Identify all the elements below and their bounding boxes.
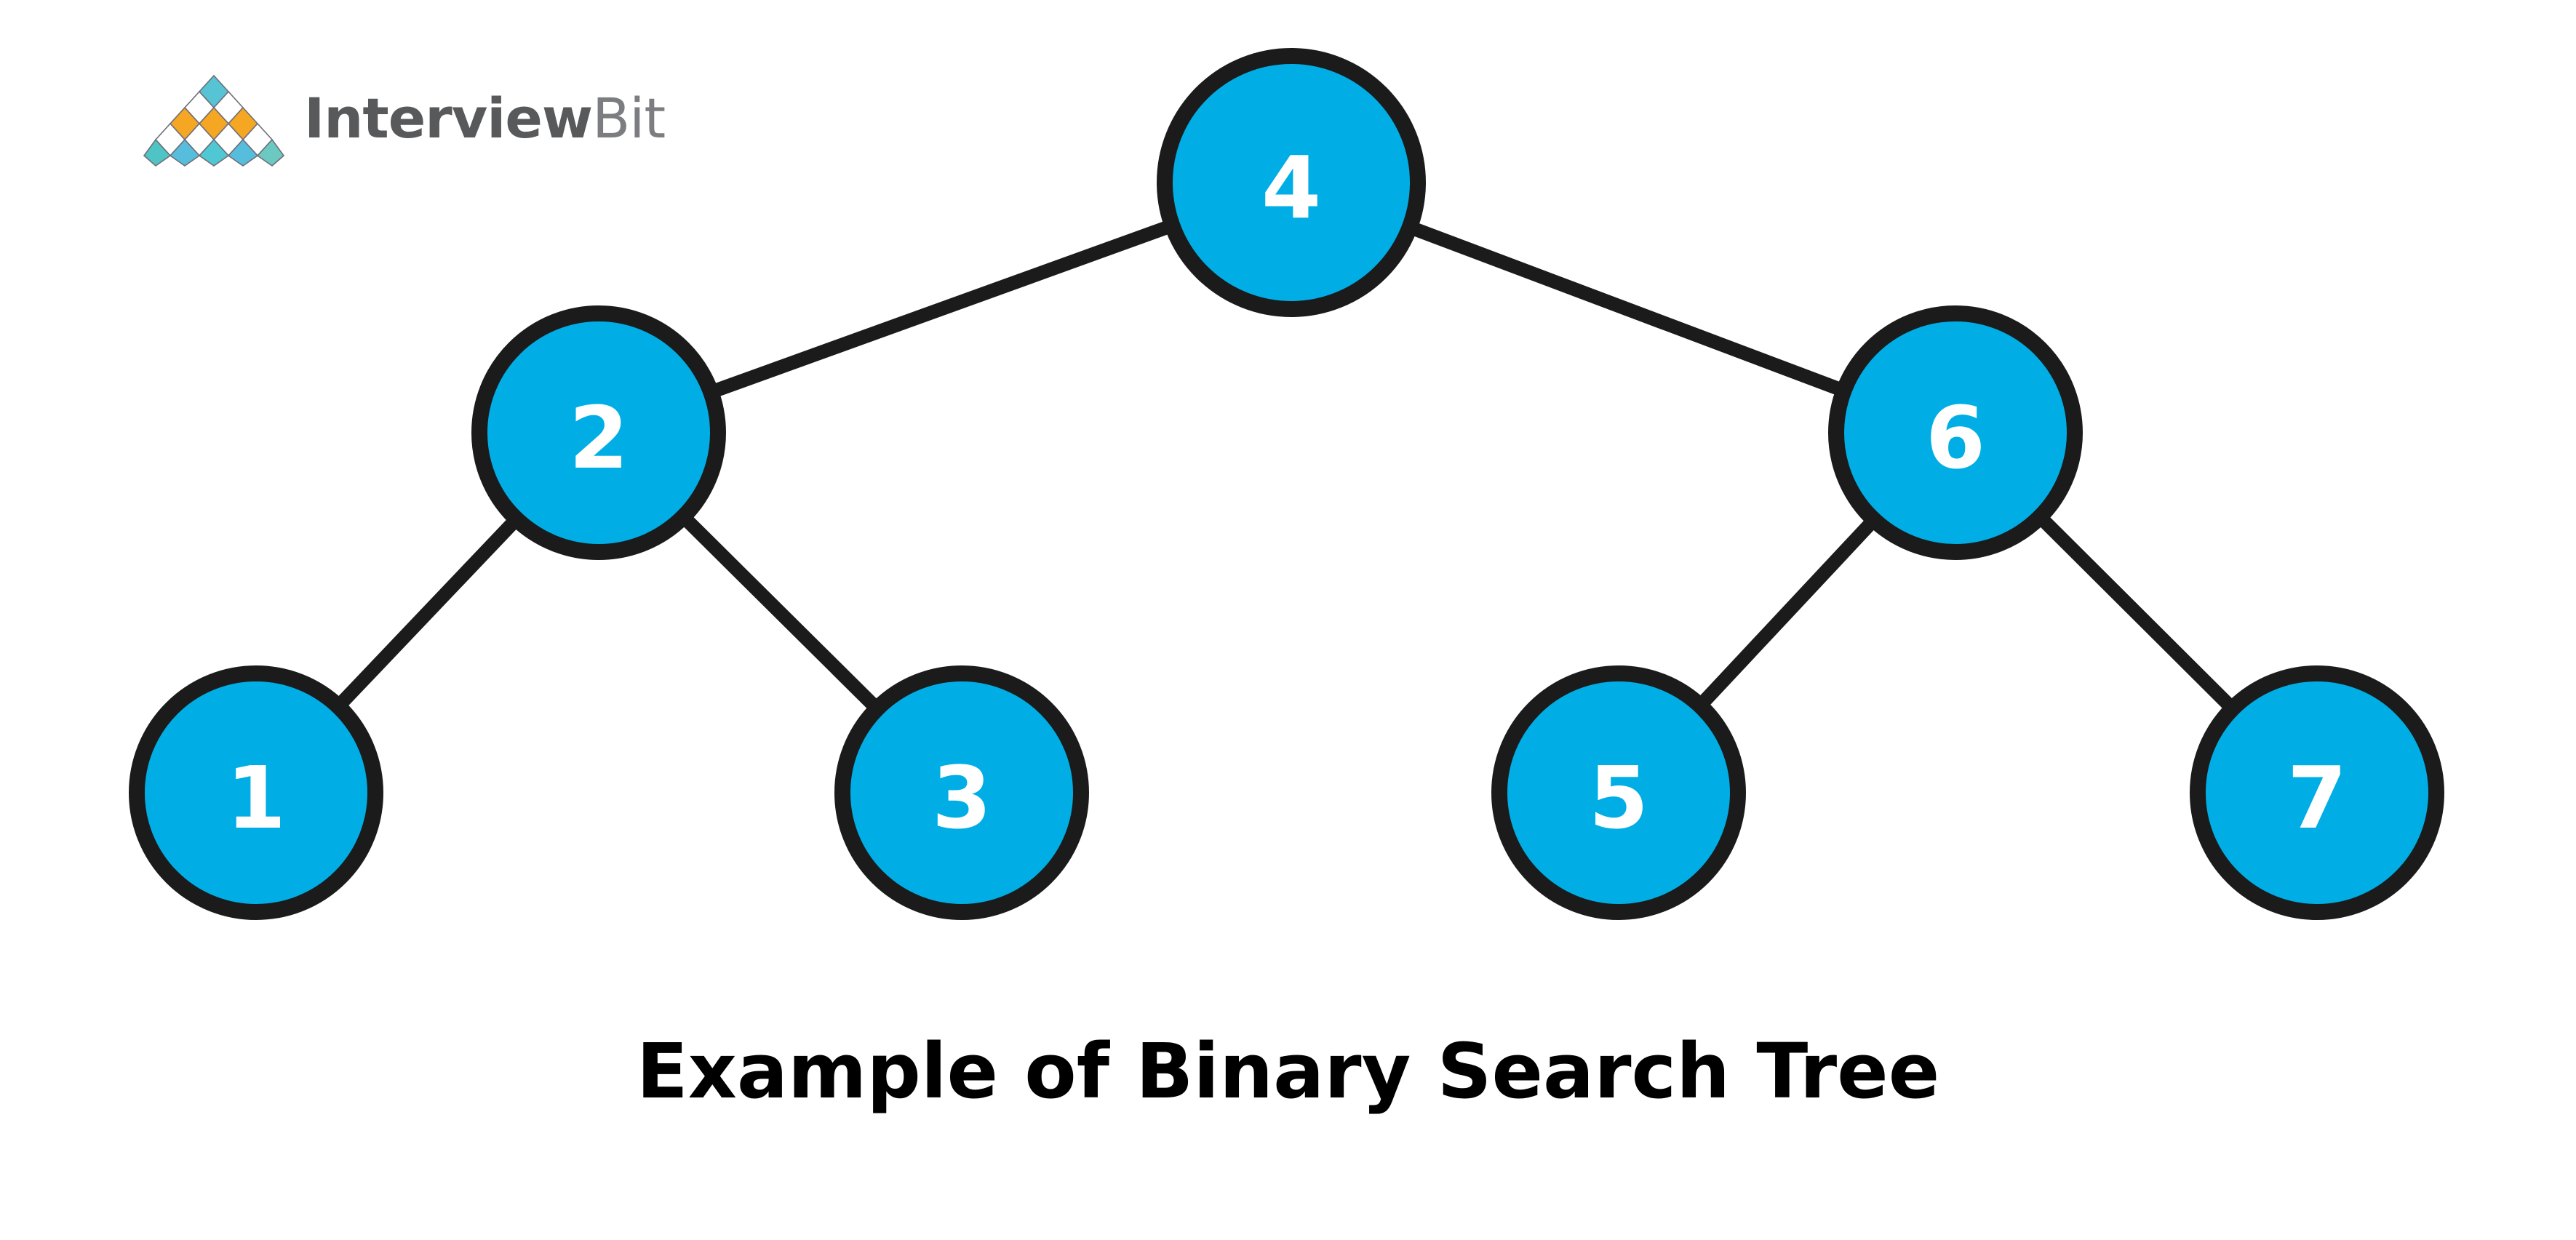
tree-node-3[interactable]: 3 (834, 665, 1089, 920)
tree-node-1[interactable]: 1 (129, 665, 383, 920)
tree-node-6[interactable]: 6 (1828, 305, 2083, 560)
tree-node-7[interactable]: 7 (2190, 665, 2444, 920)
node-circle-2[interactable] (471, 305, 726, 560)
node-circle-1[interactable] (129, 665, 383, 920)
node-label-2: 2 (569, 388, 629, 488)
logo-text-interview: Interview (304, 86, 593, 151)
node-label-4: 4 (1261, 137, 1321, 238)
node-circle-6[interactable] (1828, 305, 2083, 560)
node-circle-4[interactable] (1157, 48, 1426, 317)
node-circle-3[interactable] (834, 665, 1089, 920)
tree-node-4[interactable]: 4 (1157, 48, 1426, 317)
interviewbit-logo: InterviewBit (143, 73, 666, 169)
tree-nodes: 4 2 6 1 3 5 (129, 48, 2444, 920)
interviewbit-logo-mark (143, 74, 285, 167)
interviewbit-logo-text: InterviewBit (304, 91, 666, 151)
node-label-1: 1 (226, 748, 286, 848)
node-label-3: 3 (932, 748, 992, 848)
node-label-7: 7 (2287, 748, 2347, 848)
node-label-6: 6 (1926, 388, 1985, 488)
logo-text-bit: Bit (592, 86, 666, 151)
node-circle-5[interactable] (1491, 665, 1746, 920)
node-label-5: 5 (1589, 748, 1648, 848)
tree-node-5[interactable]: 5 (1491, 665, 1746, 920)
tree-node-2[interactable]: 2 (471, 305, 726, 560)
node-circle-7[interactable] (2190, 665, 2444, 920)
figure-caption: Example of Binary Search Tree (636, 1027, 1940, 1116)
